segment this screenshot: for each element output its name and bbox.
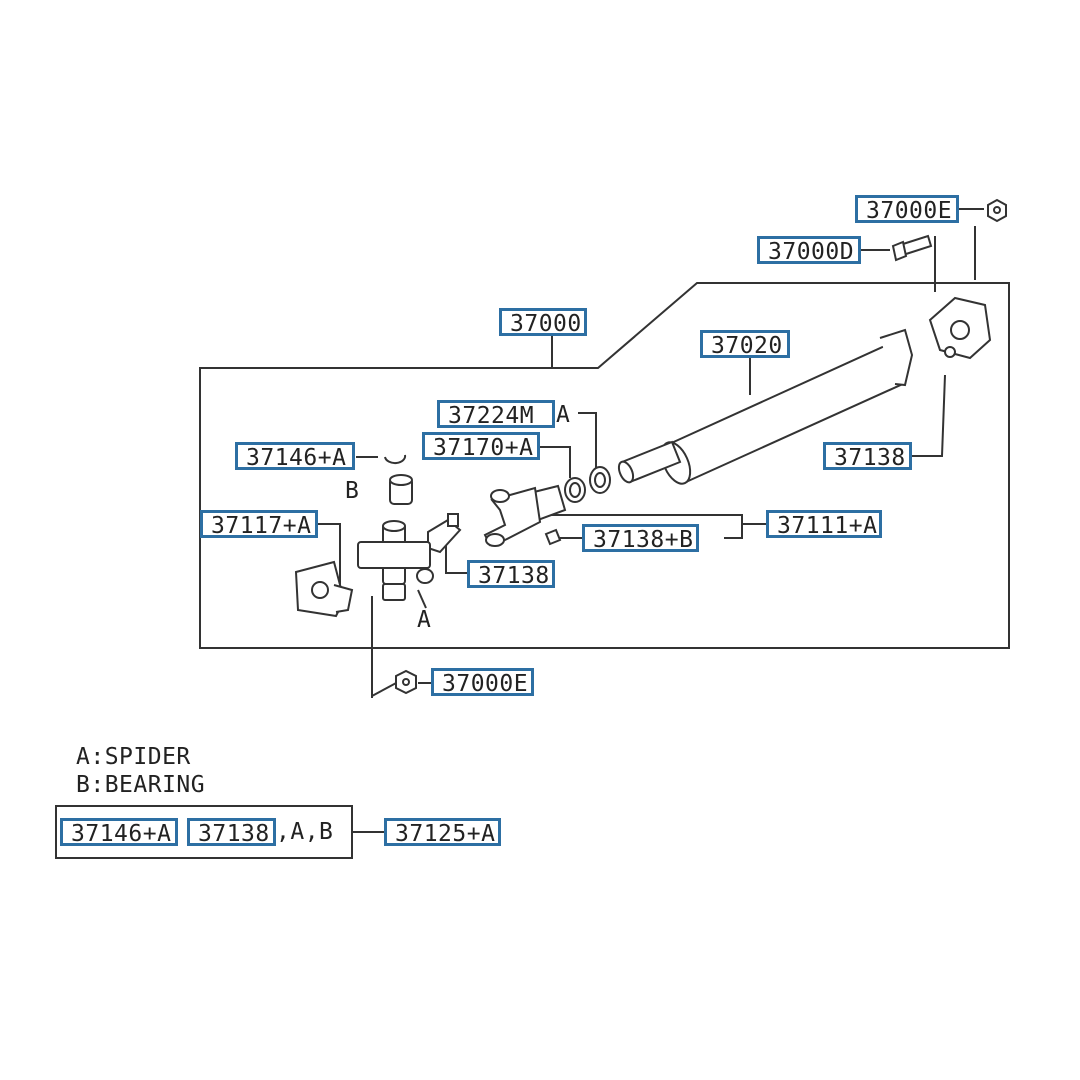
leader-37224M [578,412,597,468]
callout-37224M[interactable]: 37224M [437,400,555,428]
leader-spider [417,589,427,609]
callout-37138-right[interactable]: 37138 [823,442,912,470]
leader-37138-right [912,374,946,457]
callout-37117[interactable]: 37117+A [200,510,318,538]
callout-37111[interactable]: 37111+A [766,510,882,538]
legend-bearing: B:BEARING [76,772,206,798]
slip-yoke [483,484,567,547]
leader-37117 [318,523,341,590]
assembly-boundary [199,282,1010,649]
leader-37170 [540,446,571,478]
legend-spider: A:SPIDER [76,744,191,770]
leader-37138-mid [445,545,468,574]
callout-37138B[interactable]: 37138+B [582,524,699,552]
universal-joint-spider [357,520,434,601]
callout-37146[interactable]: 37146+A [235,442,355,470]
kit-result-37125[interactable]: 37125+A [384,818,501,846]
callout-37000E-bottom[interactable]: 37000E [431,668,534,696]
flange-yoke-left [294,560,354,618]
callout-37020[interactable]: 37020 [700,330,790,358]
kit-suffix: ,A,B [276,819,334,845]
label-A-37224M: A [556,402,571,428]
leader-37000E-bottom [371,596,432,698]
kit-item-37146[interactable]: 37146+A [60,818,178,846]
callout-37000E-top[interactable]: 37000E [855,195,959,223]
label-A-spider: A [417,607,432,633]
label-B-bearing: B [345,478,360,504]
callout-37000D[interactable]: 37000D [757,236,861,264]
snap-ring-icon [384,454,407,465]
callout-37138-mid[interactable]: 37138 [467,560,555,588]
bolt-icon [891,234,933,262]
flange-yoke-right [928,296,992,360]
kit-item-37138[interactable]: 37138 [187,818,276,846]
grease-fitting [544,528,562,546]
callout-37170[interactable]: 37170+A [422,432,540,460]
callout-37000[interactable]: 37000 [499,308,587,336]
driveshaft-tube [617,328,914,485]
leader-37111 [545,514,743,539]
